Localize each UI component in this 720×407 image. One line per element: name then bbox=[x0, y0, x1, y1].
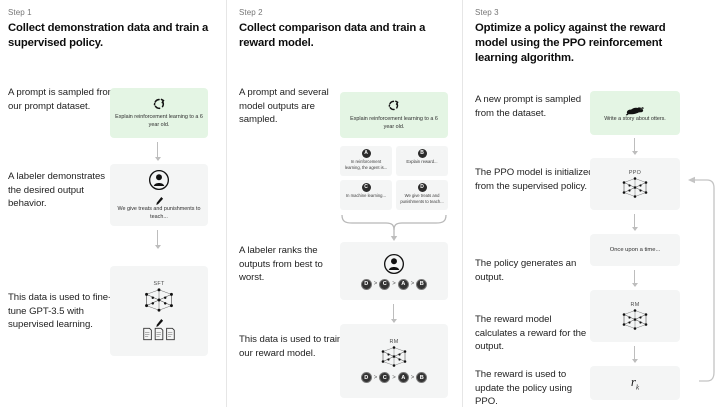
rank-sep-1: > bbox=[373, 281, 378, 287]
step-label-1: Step 1 bbox=[8, 8, 32, 17]
arrow-3-4 bbox=[630, 346, 640, 363]
merge-brace bbox=[340, 213, 448, 246]
reward-subscript: k bbox=[635, 383, 640, 392]
rank-badge-1: D bbox=[360, 278, 372, 290]
reward-letter: r bbox=[630, 374, 636, 390]
rank-badge-3: A bbox=[397, 278, 409, 290]
documents-icon bbox=[142, 327, 176, 341]
option-badge-a: A bbox=[361, 149, 371, 158]
rank-sep-2: > bbox=[392, 281, 396, 287]
caption-2-2: A labeler ranks the outputs from best to… bbox=[239, 245, 323, 284]
output-box: Once upon a time... bbox=[590, 234, 680, 266]
caption-3-4: The reward model calculates a reward for… bbox=[475, 314, 587, 353]
option-card-b: B Explain reward... bbox=[396, 146, 448, 176]
option-card-c: C In machine learning... bbox=[340, 180, 392, 210]
person-icon bbox=[148, 169, 170, 191]
caption-1-3: This data is used to fine-tune GPT-3.5 w… bbox=[8, 292, 112, 331]
rm-rank-sep-3: > bbox=[410, 374, 415, 381]
labeler-box-1: We give treats and punishments to teach.… bbox=[110, 164, 208, 226]
option-card-a: A In reinforcement learning, the agent i… bbox=[340, 146, 392, 176]
option-badge-b: B bbox=[417, 149, 427, 158]
caption-1-1: A prompt is sampled from our prompt data… bbox=[8, 87, 116, 112]
sft-box: SFT bbox=[110, 266, 208, 356]
arrow-2-2 bbox=[389, 304, 399, 323]
ranking-row-rm: D > C > A > B bbox=[360, 372, 428, 383]
step-label-3: Step 3 bbox=[475, 8, 499, 17]
reward-box: rk bbox=[590, 366, 680, 400]
pen-icon bbox=[155, 193, 164, 205]
rank-badge-4: B bbox=[416, 278, 428, 290]
step-title-2: Collect comparison data and train a rewa… bbox=[239, 22, 426, 49]
rm-label-step3: RM bbox=[630, 301, 640, 308]
rm-box-step2: RM bbox=[340, 324, 448, 398]
arrow-3-2 bbox=[630, 214, 640, 231]
prompt-text-3: Write a story about otters. bbox=[604, 115, 666, 122]
option-text-c: In machine learning... bbox=[345, 193, 387, 198]
sft-label: SFT bbox=[153, 281, 165, 287]
arrow-1-1 bbox=[153, 142, 163, 161]
person-icon bbox=[383, 253, 405, 275]
otter-icon bbox=[625, 103, 645, 115]
recycle-icon bbox=[152, 97, 166, 111]
option-text-a: In reinforcement learning, the agent is.… bbox=[344, 159, 388, 170]
step-title-3: Optimize a policy against the reward mod… bbox=[475, 22, 666, 64]
network-icon bbox=[142, 287, 176, 313]
prompt-box-2: Explain reinforcement learning to a 6 ye… bbox=[340, 92, 448, 138]
option-badge-c: C bbox=[361, 183, 371, 192]
rank-badge-2: C bbox=[379, 278, 391, 290]
prompt-box-1: Explain reinforcement learning to a 6 ye… bbox=[110, 88, 208, 138]
column-step-2: Step 2 Collect comparison data and train… bbox=[226, 0, 462, 407]
network-icon bbox=[379, 345, 409, 368]
prompt-box-3: Write a story about otters. bbox=[590, 91, 680, 135]
rm-rank-sep-1: > bbox=[373, 374, 378, 381]
output-text: Once upon a time... bbox=[609, 246, 661, 253]
pen-icon bbox=[155, 315, 164, 328]
network-icon bbox=[620, 308, 650, 331]
caption-3-1: A new prompt is sampled from the dataset… bbox=[475, 94, 582, 119]
prompt-text-2: Explain reinforcement learning to a 6 ye… bbox=[350, 115, 438, 130]
caption-3-3: The policy generates an output. bbox=[475, 258, 577, 283]
recycle-icon bbox=[387, 99, 401, 113]
rm-rank-sep-2: > bbox=[392, 374, 396, 381]
feedback-loop-arrow bbox=[679, 174, 717, 393]
rm-rank-badge-2: C bbox=[379, 372, 391, 383]
caption-3-5: The reward is used to update the policy … bbox=[475, 369, 572, 407]
caption-2-3: This data is used to train our reward mo… bbox=[239, 334, 343, 359]
caption-1-2: A labeler demonstrates the desired outpu… bbox=[8, 171, 106, 210]
rm-label-step2: RM bbox=[389, 339, 399, 345]
ranking-row: D > C > A > B bbox=[360, 278, 428, 290]
option-card-d: D We give treats and punishments to teac… bbox=[396, 180, 448, 210]
arrow-3-1 bbox=[630, 138, 640, 155]
caption-2-1: A prompt and several model outputs are s… bbox=[239, 87, 329, 126]
network-icon bbox=[620, 176, 650, 199]
option-text-d: We give treats and punishments to teach.… bbox=[400, 193, 444, 204]
prompt-text-1: Explain reinforcement learning to a 6 ye… bbox=[115, 113, 203, 128]
labeler-text-1: We give treats and punishments to teach.… bbox=[117, 205, 201, 220]
column-step-3: Step 3 Optimize a policy against the rew… bbox=[462, 0, 720, 407]
arrow-1-2 bbox=[153, 230, 163, 249]
option-text-b: Explain reward... bbox=[406, 159, 438, 164]
ppo-box: PPO bbox=[590, 158, 680, 210]
ranking-box: D > C > A > B bbox=[340, 242, 448, 300]
rm-rank-badge-3: A bbox=[397, 372, 409, 383]
step-title-1: Collect demonstration data and train a s… bbox=[8, 22, 209, 49]
arrow-3-3 bbox=[630, 270, 640, 287]
column-step-1: Step 1 Collect demonstration data and tr… bbox=[0, 0, 226, 407]
rm-rank-badge-1: D bbox=[360, 372, 372, 383]
caption-3-2: The PPO model is initialized from the su… bbox=[475, 167, 594, 192]
rank-sep-3: > bbox=[410, 281, 415, 287]
ppo-label: PPO bbox=[628, 169, 642, 176]
option-badge-d: D bbox=[417, 183, 427, 192]
step-label-2: Step 2 bbox=[239, 8, 263, 17]
reward-symbol: rk bbox=[631, 374, 639, 392]
rm-box-step3: RM bbox=[590, 290, 680, 342]
rm-rank-badge-4: B bbox=[416, 372, 428, 383]
